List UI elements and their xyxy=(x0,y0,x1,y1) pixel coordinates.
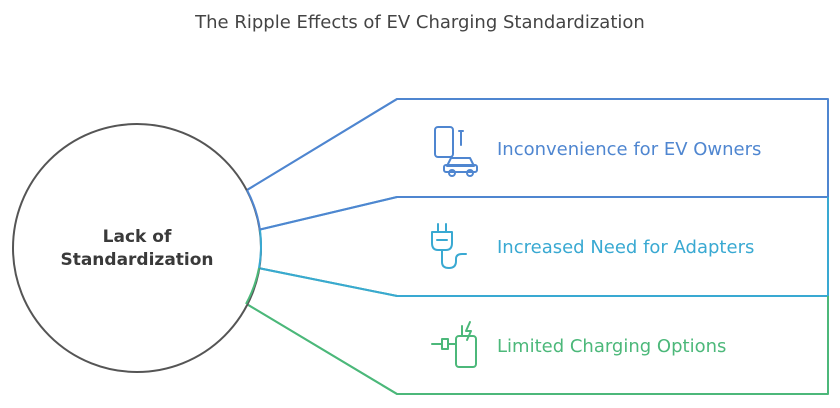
center-label-line1: Lack of xyxy=(103,227,172,247)
item-label-inconvenience: Inconvenience for EV Owners xyxy=(497,139,761,160)
circle-arc-blue xyxy=(246,189,261,231)
circle-arc-green xyxy=(245,267,260,305)
plug-adapter-icon xyxy=(431,223,467,269)
circle-arc-lightblue xyxy=(258,229,263,269)
item-label-adapters: Increased Need for Adapters xyxy=(497,237,754,258)
center-circle xyxy=(12,123,262,373)
phone-car-icon xyxy=(434,126,478,177)
connector-line-1d xyxy=(257,196,398,231)
diagram-title: The Ripple Effects of EV Charging Standa… xyxy=(195,12,645,33)
item-label-limited-options: Limited Charging Options xyxy=(497,336,726,357)
connector-line-3 xyxy=(244,302,398,395)
center-label-line2: Standardization xyxy=(60,250,213,270)
connector-line-1 xyxy=(246,98,398,191)
charging-battery-icon xyxy=(431,321,477,368)
connector-line-2 xyxy=(257,267,398,297)
